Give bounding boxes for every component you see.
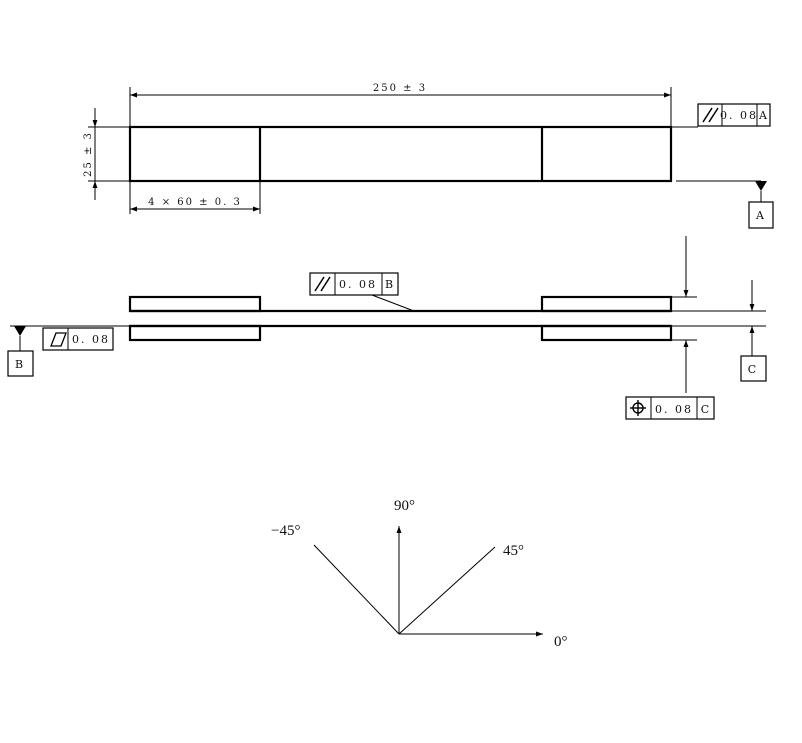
angle-45-line bbox=[398, 546, 496, 635]
tolerance-value: 0. 08 bbox=[655, 403, 693, 416]
datum-b-label: B bbox=[15, 358, 25, 371]
datum-a-label: A bbox=[755, 209, 766, 222]
parallelism-fcf-a: 0. 08 A bbox=[697, 103, 771, 127]
specimen-outline-top bbox=[128, 125, 673, 183]
flatness-icon bbox=[50, 332, 67, 347]
tab-length-label: 4 × 60 ± 0. 3 bbox=[148, 197, 242, 208]
datum-c-label: C bbox=[748, 363, 758, 376]
ply-angle-diagram: −45° 90° 45° 0° bbox=[271, 498, 568, 650]
angle-minus45-line bbox=[313, 544, 400, 635]
angle-0-label: 0° bbox=[554, 634, 568, 650]
datum-reference: A bbox=[758, 109, 769, 122]
angle-minus45-label: −45° bbox=[271, 523, 300, 539]
datum-b-triangle-icon bbox=[14, 326, 26, 336]
tab-bottom-right bbox=[540, 324, 673, 342]
position-icon bbox=[630, 400, 646, 416]
datum-c-box bbox=[740, 355, 767, 382]
angle-90-label: 90° bbox=[394, 498, 415, 514]
position-fcf-c: 0. 08 C bbox=[625, 396, 715, 420]
flatness-fcf: 0. 08 bbox=[42, 327, 114, 351]
tab-top-right bbox=[540, 295, 673, 313]
tolerance-value: 0. 08 bbox=[720, 109, 758, 122]
datum-b-box bbox=[7, 350, 34, 377]
datum-reference: C bbox=[701, 403, 711, 416]
tab-top-left bbox=[128, 295, 262, 313]
fcf-frame bbox=[697, 103, 771, 127]
datum-a-triangle-icon bbox=[755, 181, 767, 191]
tolerance-value: 0. 08 bbox=[339, 278, 377, 291]
fcf-frame bbox=[625, 396, 715, 420]
top-view: 250 ± 3 25 ± 3 4 × 60 ± 0. 3 0. 08 A bbox=[83, 83, 774, 229]
width-label: 25 ± 3 bbox=[83, 131, 94, 177]
leader-line bbox=[371, 294, 415, 312]
side-view: 0. 08 B B 0. 08 C bbox=[7, 236, 767, 420]
parallelism-icon bbox=[702, 107, 719, 123]
fcf-frame bbox=[309, 272, 399, 296]
tab-bottom-left bbox=[128, 324, 262, 342]
tolerance-value: 0. 08 bbox=[72, 333, 110, 346]
datum-reference: B bbox=[385, 278, 395, 291]
datum-a-box bbox=[748, 201, 774, 229]
parallelism-icon bbox=[314, 276, 331, 292]
overall-length-label: 250 ± 3 bbox=[373, 83, 427, 94]
angle-45-label: 45° bbox=[503, 543, 524, 559]
parallelism-fcf-b: 0. 08 B bbox=[309, 272, 399, 296]
